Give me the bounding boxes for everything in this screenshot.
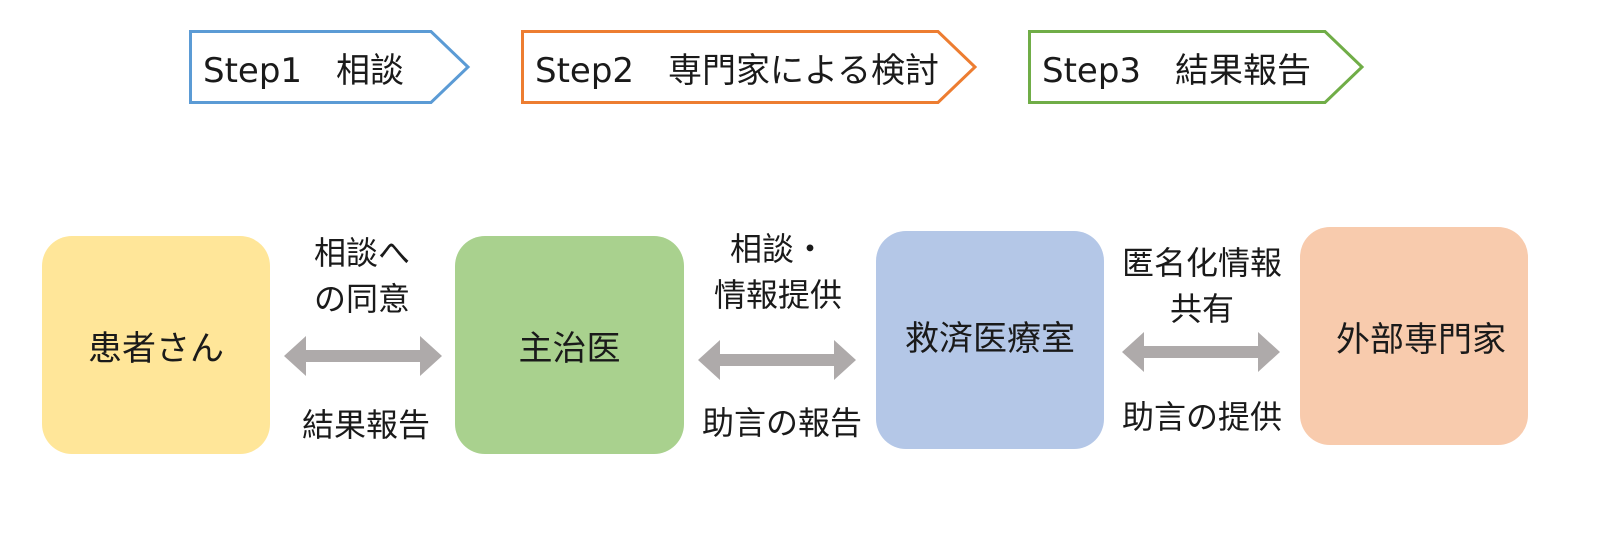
link3-double-arrow [1122, 332, 1280, 372]
step1-banner: Step1 相談 [189, 30, 471, 104]
external-expert-box: 外部専門家 [1300, 227, 1528, 445]
step2-label: Step2 専門家による検討 [535, 50, 940, 91]
link3-bottom-label: 助言の提供 [1121, 398, 1282, 436]
step1-label: Step1 相談 [203, 50, 405, 91]
link1-top-line1: 相談へ [313, 234, 410, 272]
doctor-box: 主治医 [455, 236, 684, 454]
link1-bottom-label: 結果報告 [301, 406, 430, 444]
link3-top-line1: 匿名化情報 [1121, 244, 1282, 282]
step3-label: Step3 結果報告 [1042, 50, 1312, 91]
patient-label: 患者さん [88, 328, 224, 369]
patient-box: 患者さん [42, 236, 270, 454]
external-expert-label: 外部専門家 [1336, 319, 1506, 360]
step1-chevron-shape [189, 30, 471, 104]
link3-top-label: 匿名化情報 共有 [1110, 240, 1294, 332]
relief-office-label: 救済医療室 [905, 318, 1075, 359]
relief-office-box: 救済医療室 [876, 231, 1104, 449]
doctor-label: 主治医 [518, 328, 621, 369]
link2-top-line2: 情報提供 [713, 276, 842, 314]
link1-top-label: 相談へ の同意 [292, 230, 432, 322]
link2-top-line1: 相談・ [729, 230, 826, 268]
link1-top-line2: の同意 [313, 280, 410, 318]
step3-banner: Step3 結果報告 [1028, 30, 1365, 104]
step3-chevron-shape [1028, 30, 1365, 104]
link2-double-arrow [698, 340, 856, 380]
link2-bottom-label: 助言の報告 [701, 404, 862, 442]
step2-banner: Step2 専門家による検討 [521, 30, 978, 104]
link3-top-line2: 共有 [1169, 290, 1234, 328]
link1-double-arrow [284, 336, 442, 376]
step2-chevron-shape [521, 30, 978, 104]
link2-top-label: 相談・ 情報提供 [698, 226, 858, 318]
